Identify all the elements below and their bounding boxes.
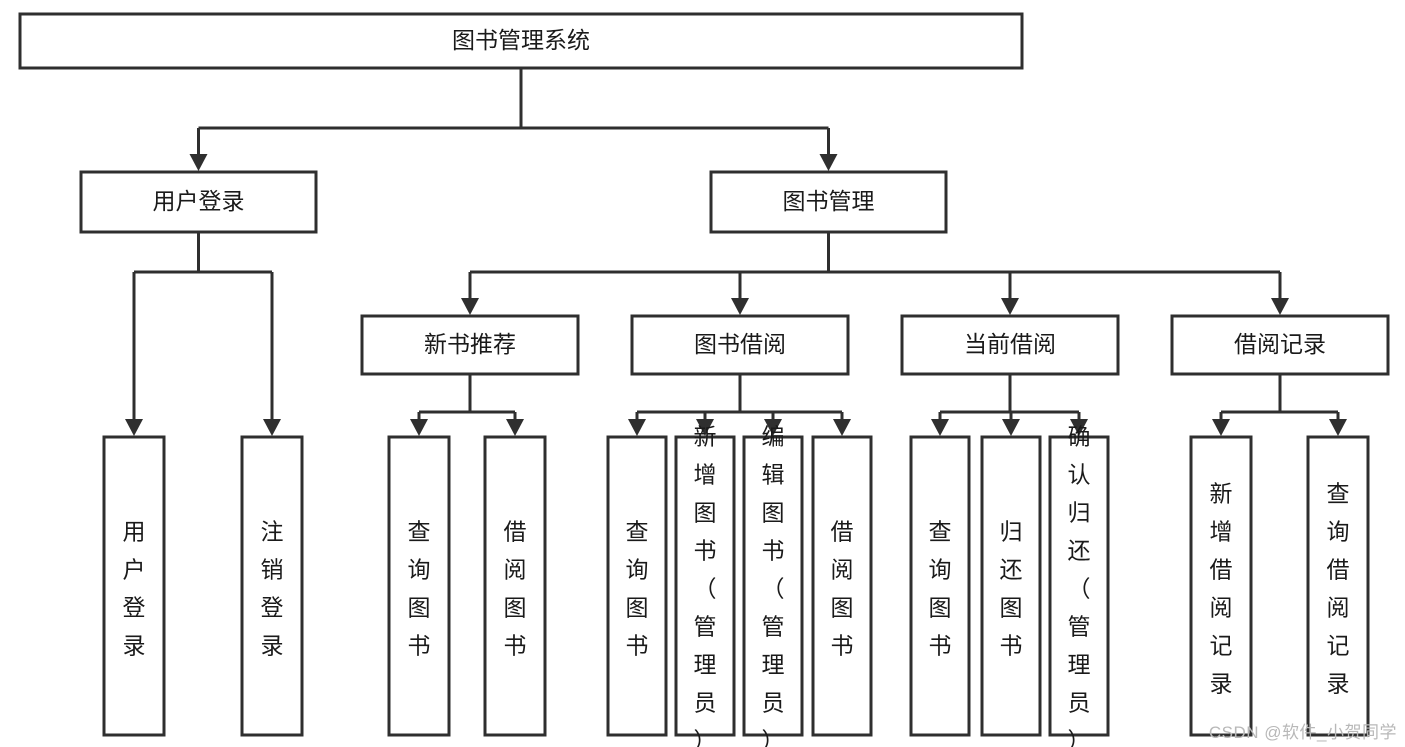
node-leaf-confirm-return[interactable]: 确认归还（管理员） <box>1048 424 1110 747</box>
node-label: 查询借阅记录 <box>1327 481 1350 697</box>
connections-layer <box>125 68 1347 436</box>
connector-group-borrow-record <box>1212 374 1347 436</box>
node-borrow-record[interactable]: 借阅记录 <box>1170 314 1390 376</box>
node-label: 当前借阅 <box>964 331 1056 357</box>
arrow-head-icon <box>931 419 949 436</box>
node-new-book-rec[interactable]: 新书推荐 <box>360 314 580 376</box>
node-box <box>742 435 804 737</box>
node-box <box>674 435 736 737</box>
watermark-text: CSDN @软件_小贺同学 <box>1208 723 1397 742</box>
node-box <box>1048 435 1110 737</box>
connector-group-book-manage <box>461 232 1289 315</box>
arrow-head-icon <box>819 154 838 171</box>
node-label: 借阅图书 <box>831 519 854 659</box>
node-label: 图书借阅 <box>694 331 786 357</box>
node-user-login[interactable]: 用户登录 <box>79 170 318 234</box>
node-label: 归还图书 <box>1000 519 1023 659</box>
arrow-head-icon <box>410 419 428 436</box>
node-box <box>360 314 580 376</box>
node-box <box>606 435 668 737</box>
node-label: 注销登录 <box>261 519 284 659</box>
connector-group-root <box>189 68 838 171</box>
node-box <box>1306 435 1370 737</box>
node-box <box>387 435 451 737</box>
node-box <box>630 314 850 376</box>
arrow-head-icon <box>1271 298 1289 315</box>
node-label: 新增图书（管理员） <box>694 424 717 747</box>
arrow-head-icon <box>833 419 851 436</box>
arrow-head-icon <box>1212 419 1230 436</box>
node-label: 查询图书 <box>408 519 431 659</box>
node-label: 用户登录 <box>123 519 146 659</box>
node-label: 编辑图书（管理员） <box>762 424 785 747</box>
node-box <box>1170 314 1390 376</box>
node-label: 新书推荐 <box>424 331 516 357</box>
connector-group-book-borrow <box>628 374 851 436</box>
node-label: 查询图书 <box>929 519 952 659</box>
arrow-head-icon <box>263 419 281 436</box>
node-label: 查询图书 <box>626 519 649 659</box>
arrow-head-icon <box>125 419 143 436</box>
node-leaf-return-book[interactable]: 归还图书 <box>980 435 1042 737</box>
arrow-head-icon <box>696 419 714 436</box>
arrow-head-icon <box>1001 298 1019 315</box>
node-root[interactable]: 图书管理系统 <box>18 12 1024 70</box>
node-box <box>980 435 1042 737</box>
node-box <box>79 170 318 234</box>
node-box <box>1189 435 1253 737</box>
node-box <box>240 435 304 737</box>
node-leaf-query-book-cur[interactable]: 查询图书 <box>909 435 971 737</box>
node-leaf-logout[interactable]: 注销登录 <box>240 435 304 737</box>
arrow-head-icon <box>189 154 208 171</box>
arrow-head-icon <box>764 419 782 436</box>
node-box <box>483 435 547 737</box>
node-label: 图书管理 <box>783 188 875 214</box>
node-leaf-query-book[interactable]: 查询图书 <box>606 435 668 737</box>
arrow-head-icon <box>731 298 749 315</box>
node-box <box>909 435 971 737</box>
connector-group-user-login <box>125 232 281 436</box>
arrow-head-icon <box>1002 419 1020 436</box>
node-label: 借阅图书 <box>504 519 527 659</box>
node-box <box>18 12 1024 70</box>
node-leaf-add-book[interactable]: 新增图书（管理员） <box>674 424 736 747</box>
node-label: 确认归还（管理员） <box>1068 424 1091 747</box>
node-leaf-query-book-rec[interactable]: 查询图书 <box>387 435 451 737</box>
node-book-borrow[interactable]: 图书借阅 <box>630 314 850 376</box>
node-box <box>811 435 873 737</box>
node-label: 新增借阅记录 <box>1210 481 1233 697</box>
node-leaf-borrow-book[interactable]: 借阅图书 <box>811 435 873 737</box>
arrow-head-icon <box>628 419 646 436</box>
node-leaf-add-record[interactable]: 新增借阅记录 <box>1189 435 1253 737</box>
node-leaf-query-record[interactable]: 查询借阅记录 <box>1306 435 1370 737</box>
arrow-head-icon <box>461 298 479 315</box>
node-book-manage[interactable]: 图书管理 <box>709 170 948 234</box>
node-leaf-user-login[interactable]: 用户登录 <box>102 435 166 737</box>
node-label: 用户登录 <box>153 188 245 214</box>
arrow-head-icon <box>1070 419 1088 436</box>
connector-group-current-borrow <box>931 374 1088 436</box>
arrow-head-icon <box>1329 419 1347 436</box>
nodes-layer: 图书管理系统用户登录图书管理新书推荐图书借阅当前借阅借阅记录用户登录注销登录查询… <box>18 12 1390 747</box>
arrow-head-icon <box>506 419 524 436</box>
node-label: 借阅记录 <box>1234 331 1326 357</box>
node-label: 图书管理系统 <box>452 27 590 53</box>
node-current-borrow[interactable]: 当前借阅 <box>900 314 1120 376</box>
connector-group-new-book-rec <box>410 374 524 436</box>
node-box <box>709 170 948 234</box>
node-leaf-edit-book[interactable]: 编辑图书（管理员） <box>742 424 804 747</box>
node-box <box>900 314 1120 376</box>
node-leaf-borrow-book-rec[interactable]: 借阅图书 <box>483 435 547 737</box>
node-box <box>102 435 166 737</box>
